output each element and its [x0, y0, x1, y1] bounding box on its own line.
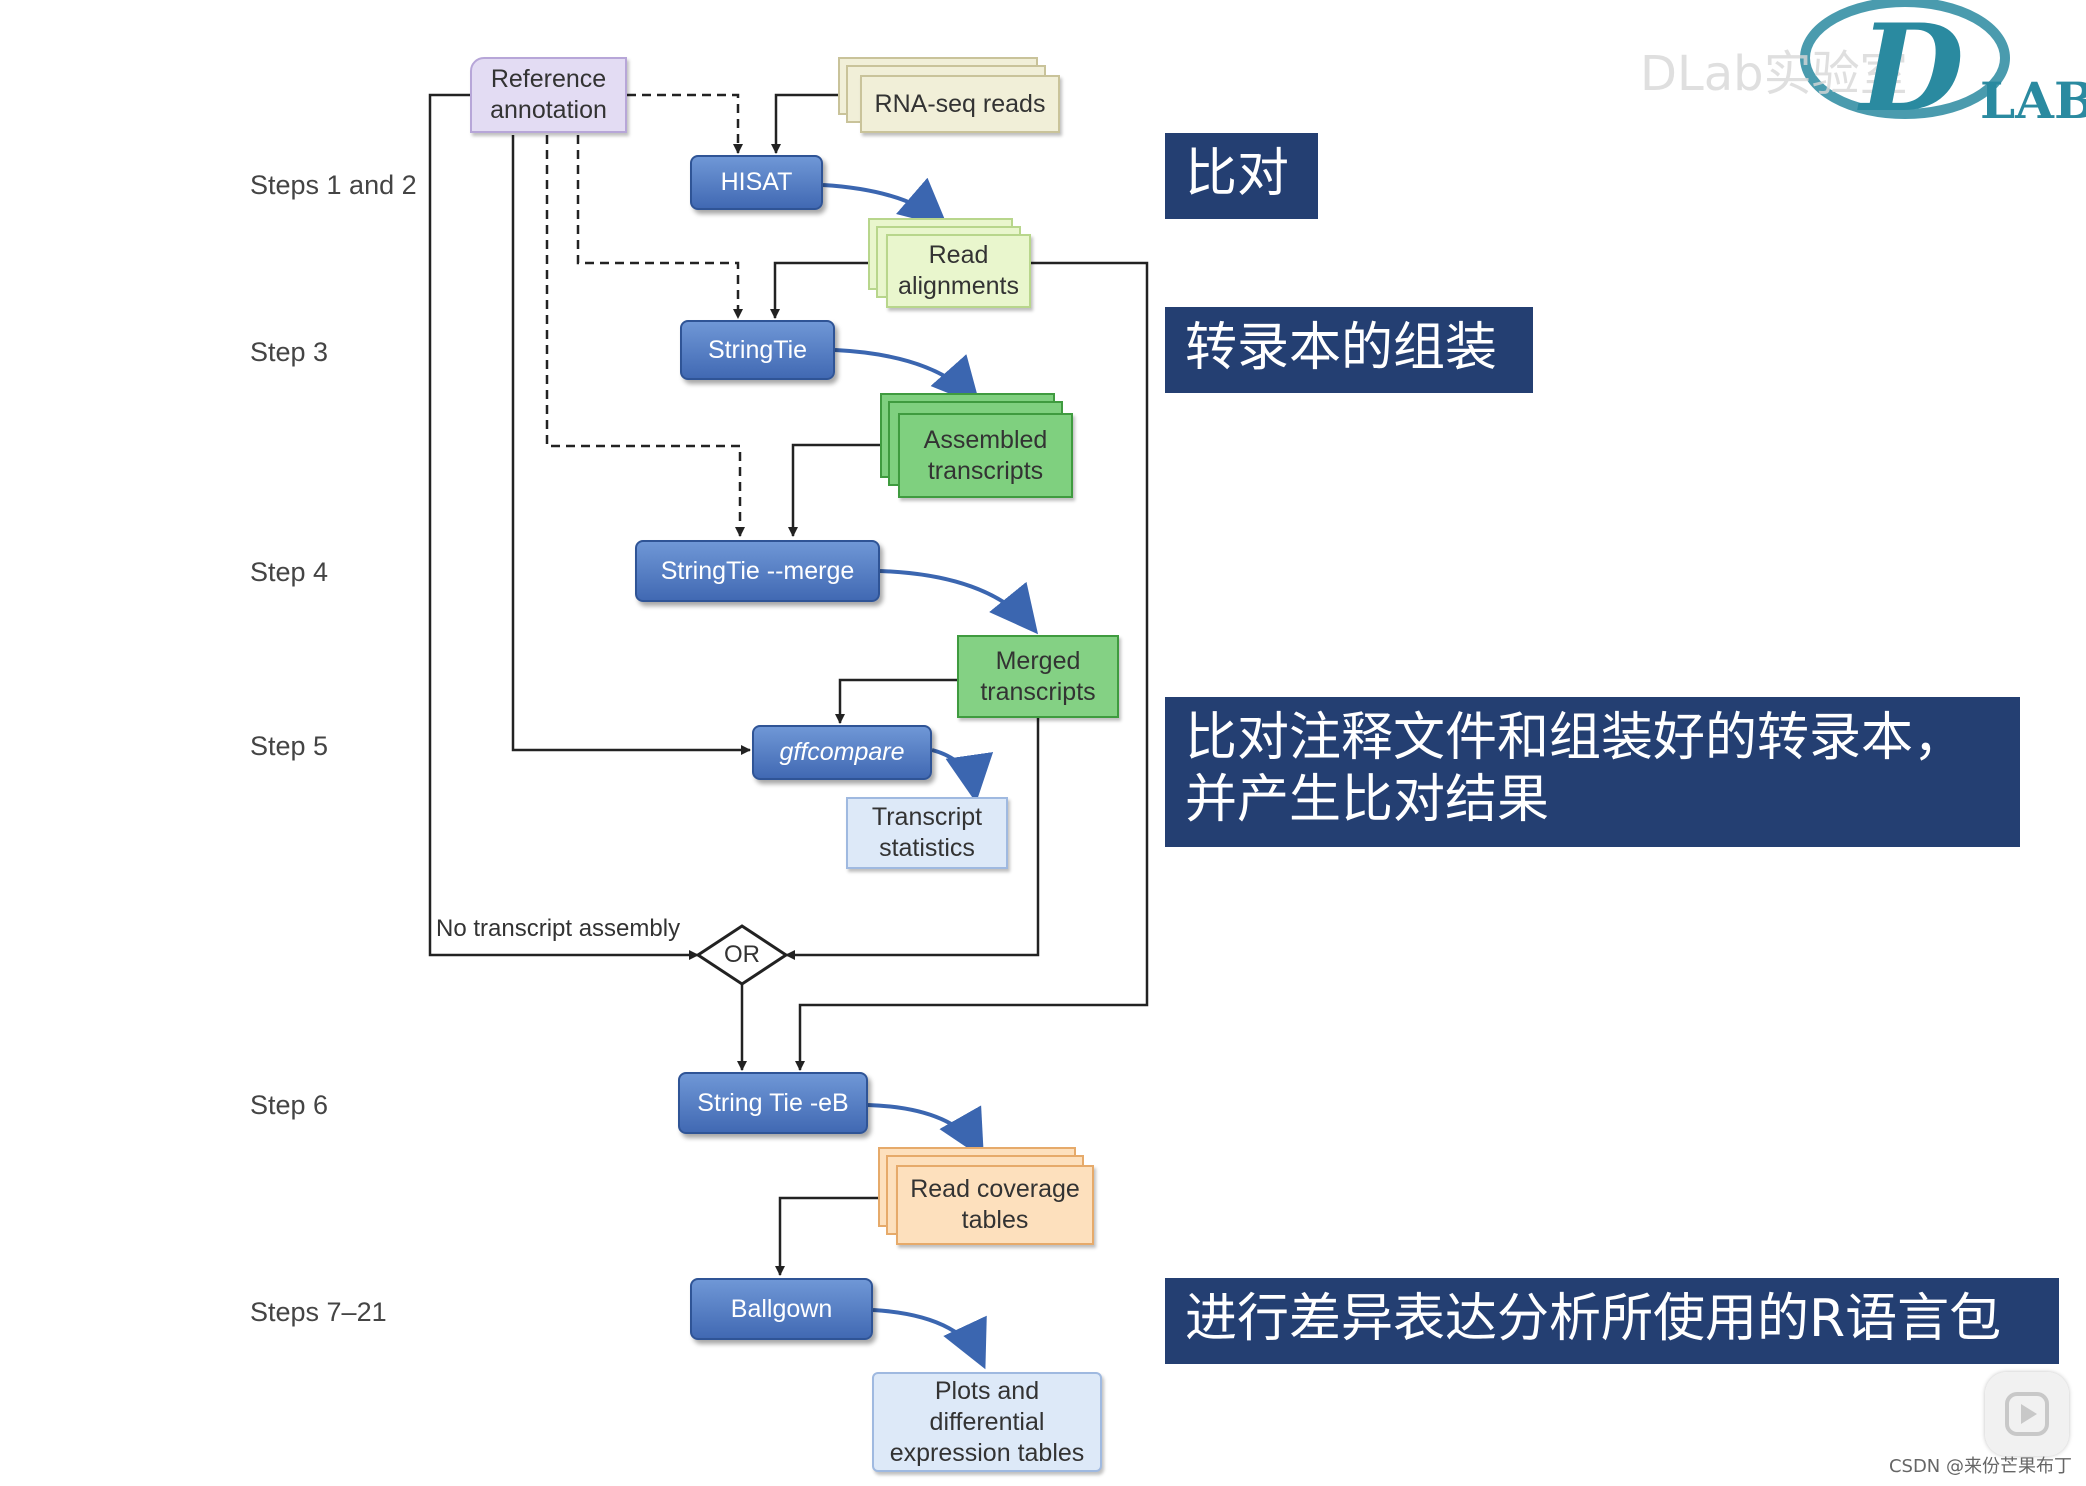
- play-icon: [2005, 1392, 2049, 1436]
- read-coverage-tables-node: Read coverage tables: [896, 1165, 1094, 1245]
- step-label-7-21: Steps 7–21: [250, 1297, 387, 1327]
- note-alignment: 比对: [1165, 133, 1318, 219]
- arrow-merge-out: [879, 569, 1039, 635]
- hisat-process: HISAT: [690, 155, 823, 210]
- edge-readaln-to-stringtie: [770, 261, 885, 319]
- stringtie-process: StringTie: [680, 320, 835, 380]
- note-differential-expression: 进行差异表达分析所使用的R语言包: [1165, 1278, 2059, 1364]
- video-play-button[interactable]: [1985, 1372, 2069, 1456]
- read-alignments-stack: Read alignments: [868, 218, 1033, 310]
- edge-merged-to-or: [785, 718, 1040, 960]
- stringtie-eb-process: String Tie -eB: [678, 1072, 868, 1134]
- arrow-ballgown-out: [872, 1308, 987, 1370]
- edge-rnaseq-to-hisat: [771, 93, 845, 154]
- dlab-logo: DLab实验室 D LAB: [1585, 0, 2086, 139]
- edge-coverage-to-ballgown: [775, 1196, 888, 1276]
- reference-annotation-node: Reference annotation: [470, 57, 627, 133]
- csdn-watermark: CSDN @来份芒果布丁: [1888, 1456, 2072, 1477]
- note-transcript-assembly: 转录本的组装: [1165, 307, 1533, 393]
- edge-merged-to-gffcompare: [835, 678, 960, 724]
- edge-ref-to-hisat: [627, 93, 743, 154]
- ballgown-process: Ballgown: [690, 1278, 873, 1340]
- step-label-6: Step 6: [250, 1090, 329, 1120]
- or-decision-diamond: [695, 924, 789, 986]
- arrow-stringtie-out: [834, 348, 981, 406]
- stringtie-merge-process: StringTie --merge: [635, 540, 880, 602]
- assembled-transcripts-node: Assembled transcripts: [898, 413, 1073, 498]
- arrow-gffcompare-out: [931, 748, 994, 803]
- rnaseq-reads-stack: RNA-seq reads: [838, 57, 1061, 135]
- or-decision-label: OR: [724, 941, 760, 968]
- arrow-eb-out: [867, 1103, 984, 1159]
- no-transcript-assembly-label: No transcript assembly: [436, 915, 681, 942]
- gffcompare-process: gffcompare: [752, 725, 932, 780]
- edge-ref-to-or: [428, 93, 699, 960]
- svg-text:D: D: [1857, 0, 1964, 135]
- assembled-transcripts-stack: Assembled transcripts: [880, 393, 1075, 503]
- edge-readaln-to-eb: [795, 261, 1149, 1071]
- step-label-3: Step 3: [250, 337, 329, 367]
- transcript-statistics-node: Transcript statistics: [846, 797, 1008, 869]
- step-label-4: Step 4: [250, 557, 329, 587]
- merged-transcripts-node: Merged transcripts: [957, 635, 1119, 718]
- step-label-5: Step 5: [250, 731, 329, 761]
- read-coverage-stack: Read coverage tables: [878, 1147, 1096, 1249]
- edge-ref-to-merge: [545, 135, 745, 537]
- edge-ref-to-stringtie: [576, 135, 743, 319]
- arrow-hisat-out: [822, 177, 949, 228]
- note-compare-annotation: 比对注释文件和组装好的转录本， 并产生比对结果: [1165, 697, 2020, 847]
- svg-text:LAB: LAB: [1980, 71, 2086, 130]
- edge-ref-to-gffcompare: [511, 135, 751, 755]
- rnaseq-reads-node: RNA-seq reads: [860, 75, 1060, 133]
- read-alignments-node: Read alignments: [886, 234, 1031, 308]
- plots-de-tables-node: Plots and differential expression tables: [872, 1372, 1102, 1472]
- step-label-1-2: Steps 1 and 2: [250, 170, 417, 200]
- edge-assembled-to-merge: [788, 443, 895, 537]
- svg-text:DLab实验室: DLab实验室: [1640, 46, 1908, 102]
